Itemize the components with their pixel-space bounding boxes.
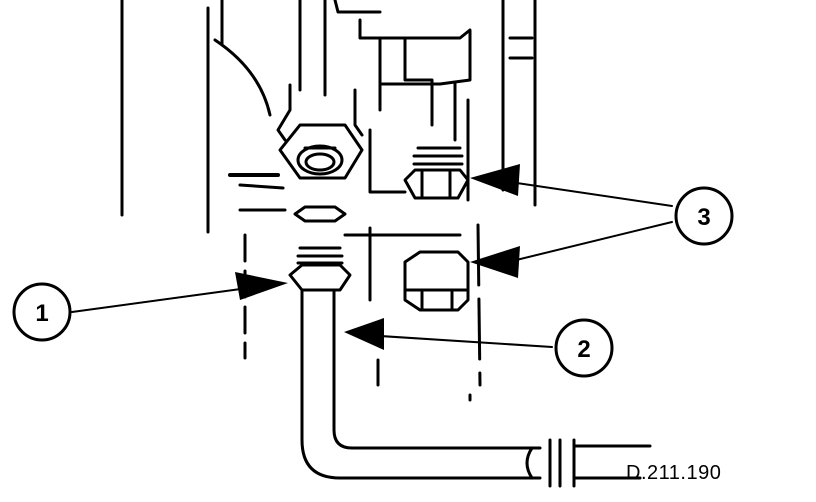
- leader-callout-1: [71, 272, 288, 313]
- upper-blanking-plug: [403, 146, 470, 200]
- upper-union-nut: [276, 83, 364, 180]
- housing-structure: [120, 0, 537, 402]
- callout-circle-3: [674, 186, 734, 246]
- figure-reference-code: D.211.190: [626, 462, 722, 484]
- callout-label-1: 1: [35, 300, 48, 327]
- callout-circle-1: [12, 282, 72, 342]
- callout-circle-2: [554, 318, 614, 378]
- sealing-washer: [293, 205, 347, 223]
- leader-callout-3: [470, 164, 673, 278]
- hose-union-fitting: [288, 246, 352, 292]
- coolant-hose: [300, 288, 652, 488]
- callout-label-3: 3: [697, 204, 710, 231]
- leader-callout-2: [344, 318, 553, 350]
- callout-label-2: 2: [577, 336, 590, 363]
- lower-blanking-cap: [403, 250, 470, 312]
